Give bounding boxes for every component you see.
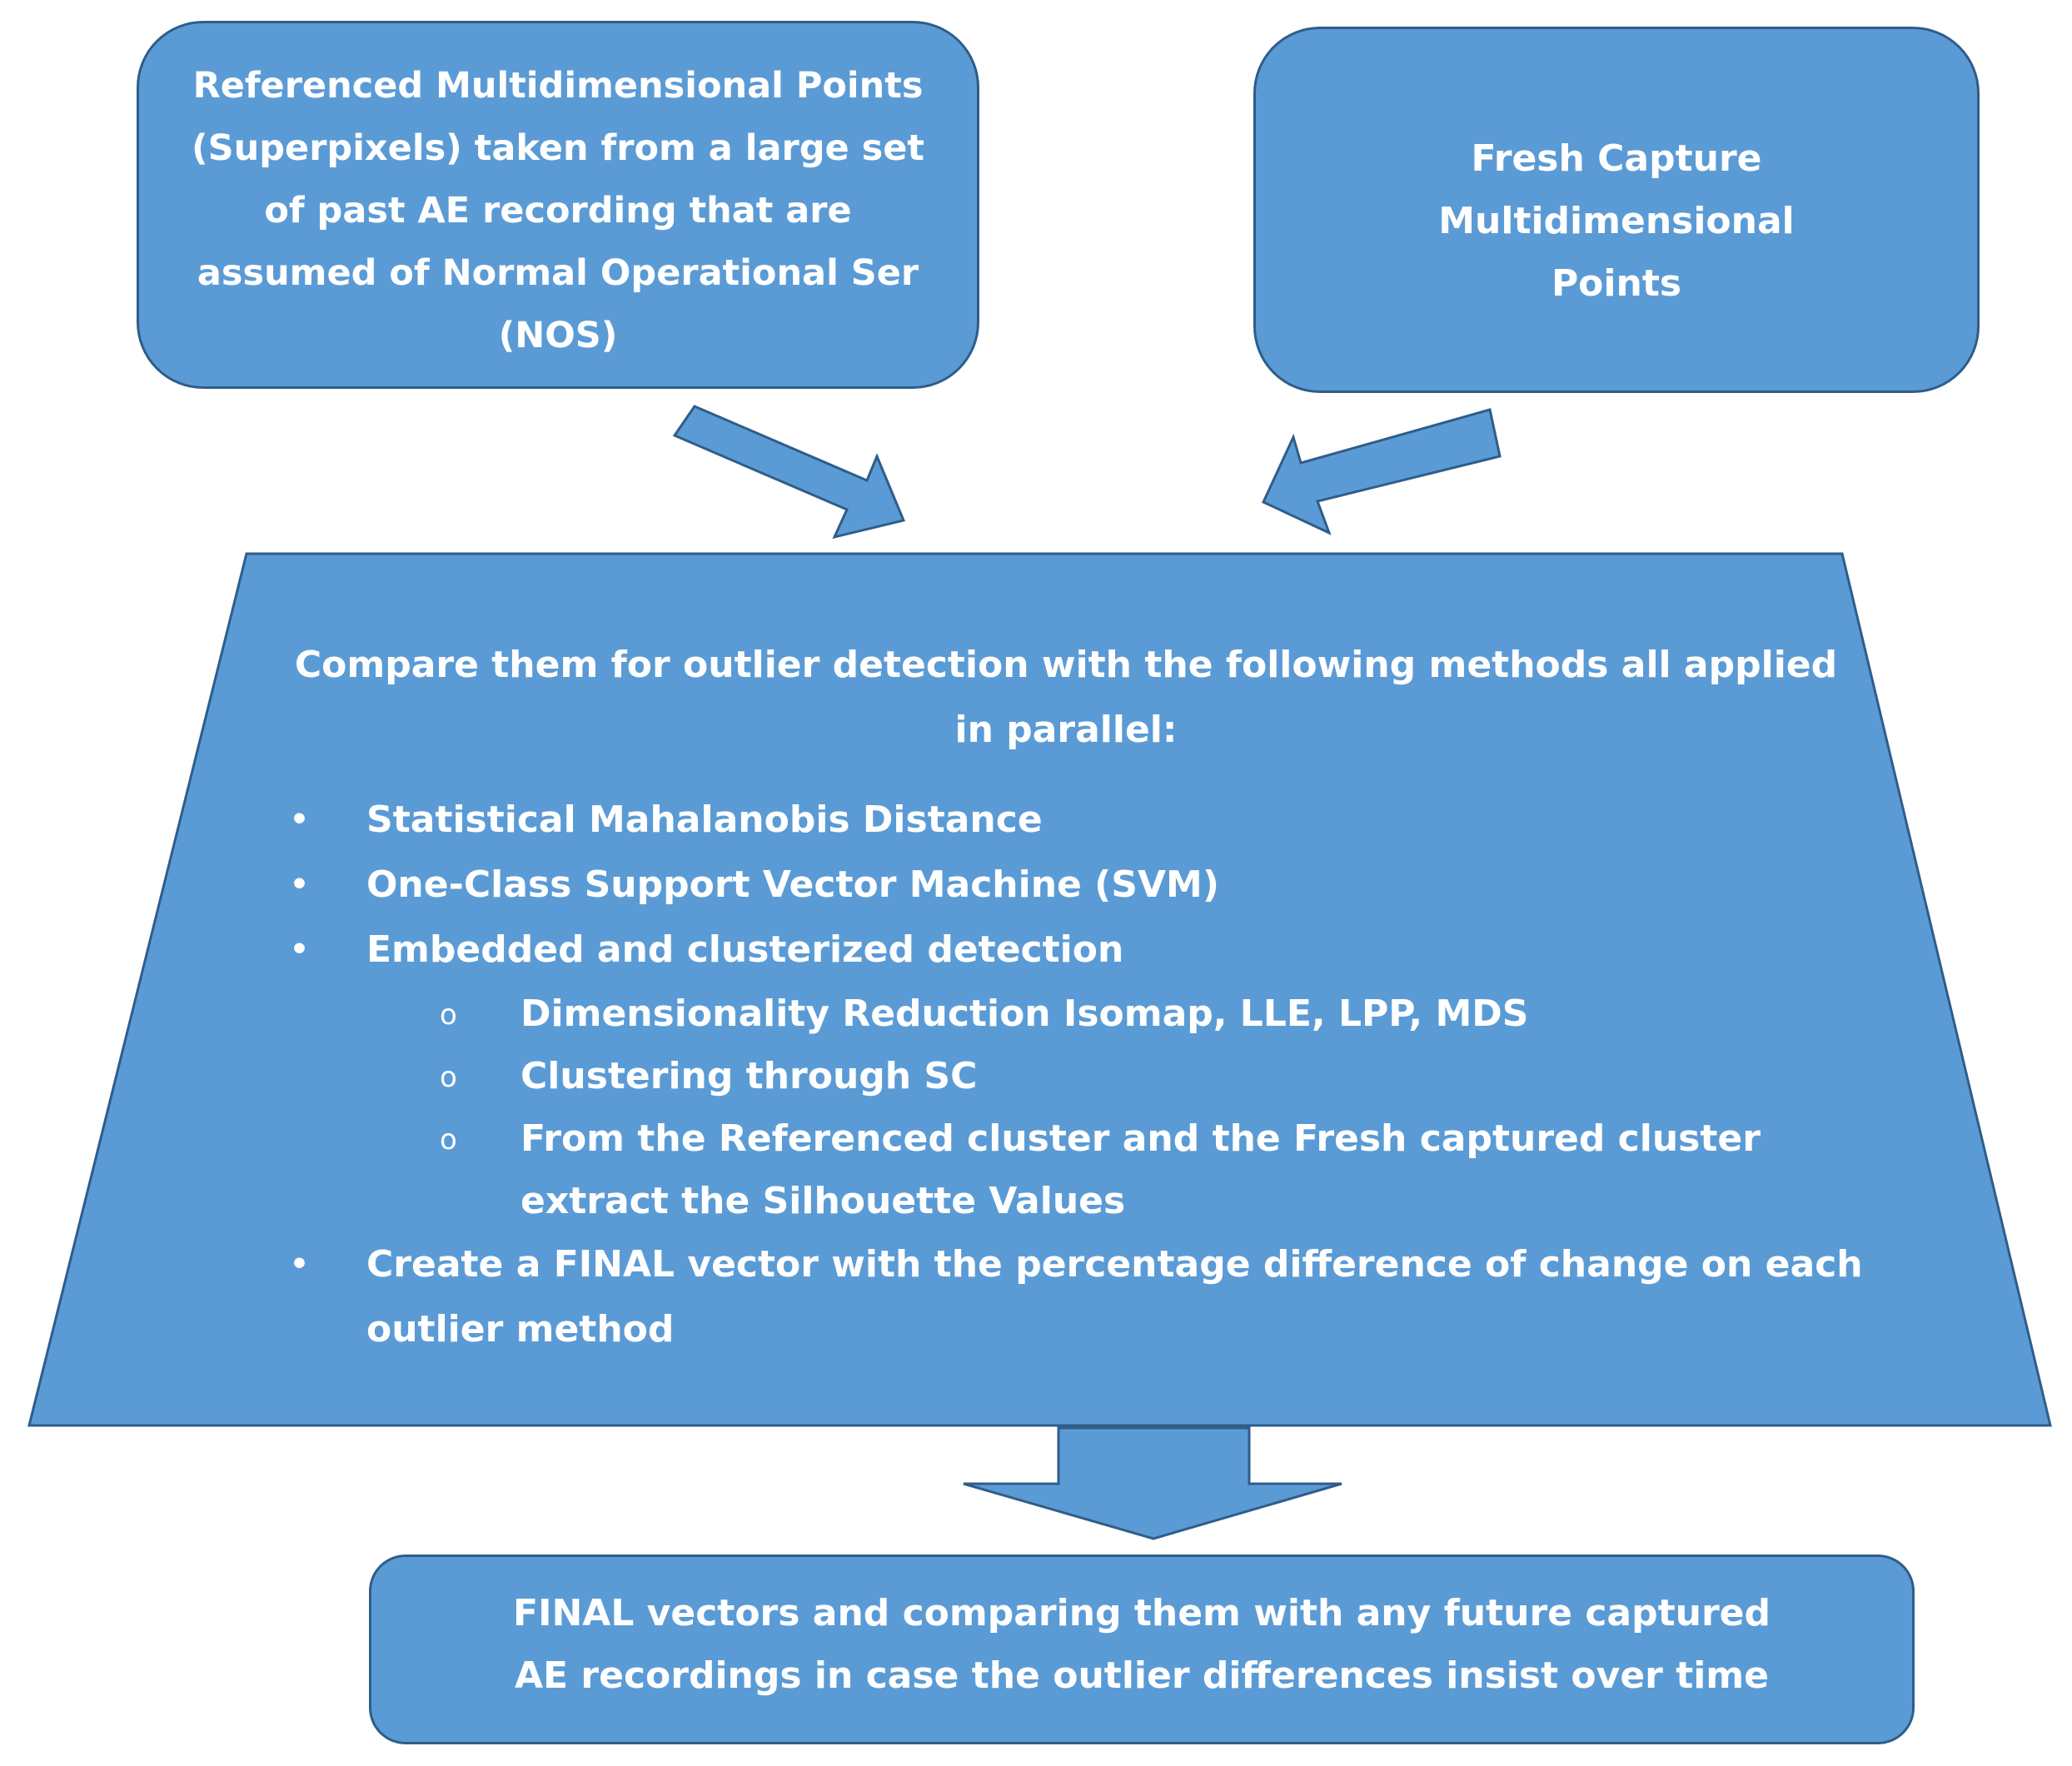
method-item: • Embedded and clusterized detection o D… (250, 918, 1882, 1232)
circle-bullet-icon: o (440, 1123, 457, 1157)
process-trapezoid (27, 552, 2052, 1427)
method-item: • One-Class Support Vector Machine (SVM) (250, 853, 1882, 918)
arrow-referenced-to-process (672, 405, 906, 540)
circle-bullet-icon: o (440, 1061, 457, 1094)
substep-label: From the Referenced cluster and the Fres… (520, 1117, 1761, 1222)
arrow-fresh-to-process (1262, 408, 1502, 535)
method-item: • Create a FINAL vector with the percent… (250, 1232, 1882, 1362)
process-content: Compare them for outlier detection with … (250, 633, 1882, 1362)
referenced-points-box: Referenced Multidimensional Points (Supe… (137, 21, 979, 389)
circle-bullet-icon: o (440, 998, 457, 1032)
bullet-icon: • (290, 1247, 310, 1281)
bullet-icon: • (290, 803, 310, 837)
method-item: • Statistical Mahalanobis Distance (250, 788, 1882, 853)
bullet-icon: • (290, 933, 310, 967)
process-heading: Compare them for outlier detection with … (294, 644, 1838, 751)
substep-label: Dimensionality Reduction Isomap, LLE, LP… (520, 992, 1529, 1035)
method-list: • Statistical Mahalanobis Distance • One… (250, 788, 1882, 1362)
method-label: One-Class Support Vector Machine (SVM) (366, 863, 1219, 906)
method-label: Create a FINAL vector with the percentag… (366, 1243, 1863, 1351)
substep-item: o Clustering through SC (250, 1045, 1882, 1107)
fresh-capture-box: Fresh Capture Multidimensional Points (1253, 27, 1980, 393)
fresh-capture-text: Fresh Capture Multidimensional Points (1438, 137, 1795, 305)
substep-list: o Dimensionality Reduction Isomap, LLE, … (366, 982, 1882, 1232)
substep-item: o From the Referenced cluster and the Fr… (250, 1107, 1882, 1232)
method-label: Statistical Mahalanobis Distance (366, 798, 1043, 841)
method-label: Embedded and clusterized detection (366, 928, 1124, 971)
final-vectors-text: FINAL vectors and comparing them with an… (513, 1592, 1771, 1697)
bullet-icon: • (290, 868, 310, 902)
arrow-process-to-final (963, 1426, 1342, 1540)
referenced-points-text: Referenced Multidimensional Points (Supe… (192, 65, 924, 356)
final-vectors-box: FINAL vectors and comparing them with an… (369, 1555, 1915, 1744)
substep-item: o Dimensionality Reduction Isomap, LLE, … (250, 982, 1882, 1045)
substep-label: Clustering through SC (520, 1055, 978, 1097)
